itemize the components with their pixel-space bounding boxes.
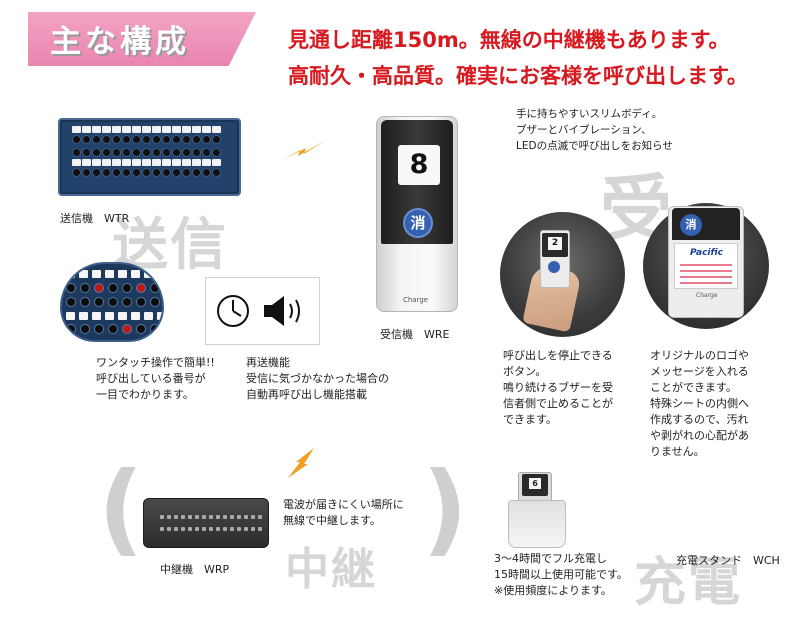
lightning-icon — [288, 448, 314, 478]
watermark-relay: 中継 — [285, 544, 377, 595]
handheld-stop-button — [548, 261, 560, 273]
receiver-label: 受信機 WRE — [380, 328, 450, 341]
transmitter-closeup-image — [60, 262, 164, 342]
watermark-charge: 充電 — [634, 553, 743, 613]
replay-caption: 再送機能 受信に気づかなかった場合の 自動再呼び出し機能搭載 — [246, 356, 389, 401]
charging-stand-image — [508, 500, 566, 548]
replay-icon-box — [205, 277, 320, 345]
logo-caption: オリジナルのロゴや メッセージを入れる ことができます。 特殊シートの内側へ 作… — [650, 349, 749, 458]
receiver-charge-label: Charge — [403, 296, 429, 304]
closeup-hole-row — [66, 297, 162, 307]
transmitter-key-row — [72, 159, 221, 166]
custom-logo-sheet — [674, 243, 738, 289]
speaker-icon — [264, 296, 300, 326]
logo-sheet-line — [680, 270, 732, 272]
transmitter-hole-row — [72, 148, 221, 157]
logo-receiver-charge-label: Charge — [696, 292, 718, 299]
left-parenthesis-decoration: ( — [98, 450, 144, 567]
closeup-hole-row — [66, 283, 162, 293]
repeater-label: 中継機 WRP — [160, 563, 230, 576]
transmitter-hole-row — [72, 168, 221, 177]
receiver-stop-button: 消 — [403, 208, 433, 238]
transmitter-hole-row — [72, 135, 221, 144]
right-parenthesis-decoration: ) — [422, 450, 468, 567]
charging-receiver-number: 6 — [529, 478, 541, 489]
clock-icon — [217, 295, 249, 327]
headline-line-1: 見通し距離150m。無線の中継機もあります。 — [288, 28, 730, 52]
closeup-key-row — [66, 270, 162, 278]
header-tag-title: 主な構成 — [50, 24, 190, 60]
closeup-key-row — [66, 312, 162, 320]
logo-brand-text: Pacific — [690, 248, 723, 258]
lightning-icon — [282, 140, 326, 160]
repeater-device-image — [143, 498, 269, 548]
repeater-led-row — [160, 515, 262, 519]
logo-sheet-line — [680, 276, 732, 278]
header-tag-background — [28, 12, 256, 66]
stop-button-caption: 呼び出しを停止できる ボタン。 鳴り続けるブザーを受 信者側で止めることが でき… — [503, 349, 613, 426]
charger-caption: 3～4時間でフル充電し 15時間以上使用可能です。 ※使用頻度によります。 — [494, 552, 628, 597]
transmitter-device-image — [58, 118, 241, 196]
receiver-caption: 手に持ちやすいスリムボディ。 ブザーとバイブレーション、 LEDの点滅で呼び出し… — [516, 108, 673, 152]
repeater-caption: 電波が届きにくい場所に 無線で中継します。 — [283, 498, 404, 527]
logo-receiver-stop-button: 消 — [680, 214, 702, 236]
repeater-led-row — [160, 527, 262, 531]
headline-line-2: 高耐久・高品質。確実にお客様を呼び出します。 — [288, 64, 748, 88]
receiver-number-display: 8 — [398, 145, 440, 185]
logo-sheet-line — [680, 264, 732, 266]
one-touch-caption: ワンタッチ操作で簡単!! 呼び出している番号が 一目でわかります。 — [96, 356, 215, 401]
handheld-number-display: 2 — [548, 237, 562, 250]
logo-sheet-line — [680, 282, 732, 284]
transmitter-key-row — [72, 126, 221, 133]
closeup-hole-row — [66, 324, 162, 334]
transmitter-label: 送信機 WTR — [60, 212, 130, 225]
charger-label: 充電スタンド WCH — [676, 554, 780, 567]
